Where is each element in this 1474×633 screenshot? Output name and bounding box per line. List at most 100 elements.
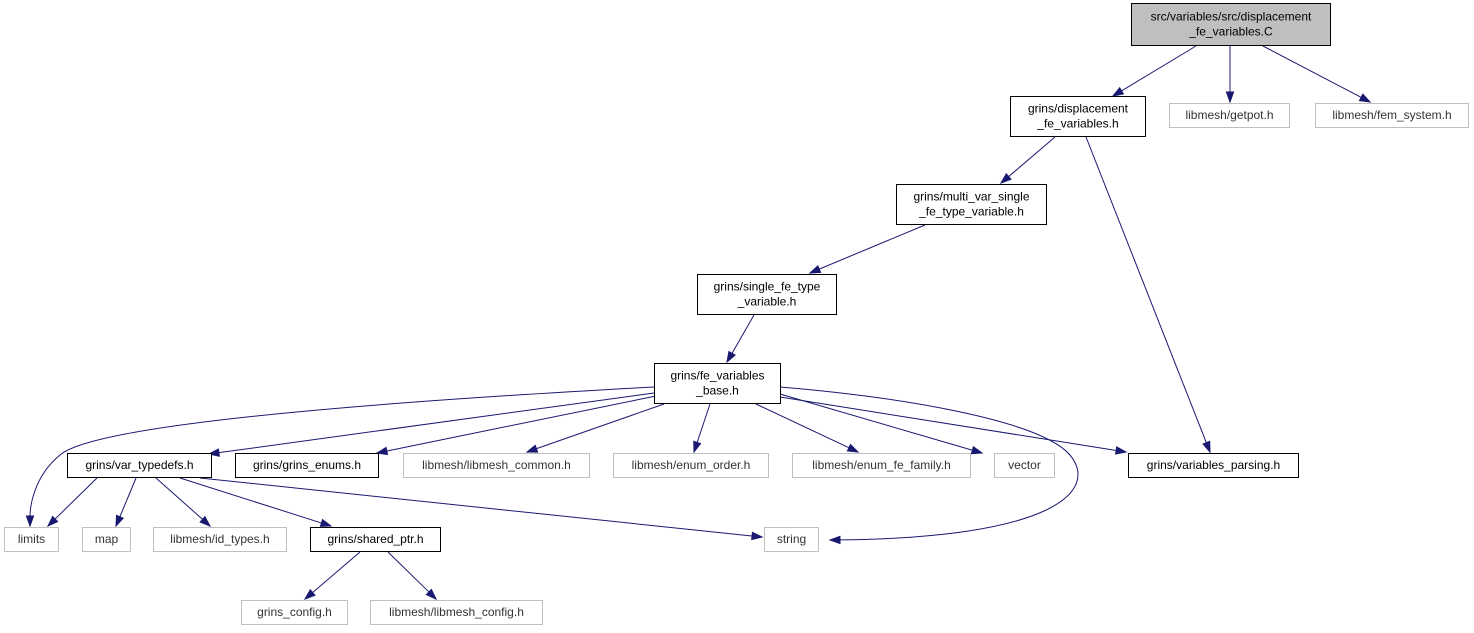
edge-fe_base-to-enum_order [693,403,711,454]
edge-var_typedefs-to-map [115,477,137,528]
edge-disp_h-to-vars_parsing [1085,136,1211,454]
node-label: string [777,532,806,546]
node-box [1128,453,1299,478]
edge-fe_base-to-enum_fe_family [755,403,860,453]
arrowhead-icon [846,443,860,453]
arrowhead-icon [25,515,35,528]
arrowhead-icon [525,444,539,453]
edge-var_typedefs-to-id_types [155,477,212,527]
node-label: grins/var_typedefs.h [85,458,193,472]
arrowhead-icon [693,440,702,454]
node-shared-ptr[interactable]: grins/shared_ptr.h [310,527,441,552]
edge-root-to-fem_system [1262,45,1372,103]
node-box [764,527,819,552]
node-fe-base[interactable]: grins/fe_variables_base.h [654,363,781,404]
edge-line [179,477,323,524]
edge-single_fe-to-fe_base [726,314,755,364]
edge-shared_ptr-to-libmesh_config [387,551,438,601]
edge-root-to-disp_h [1111,45,1197,97]
node-box [67,453,212,478]
node-box [792,453,971,478]
node-single-fe[interactable]: grins/single_fe_type_variable.h [697,274,837,315]
arrowhead-icon [1225,91,1235,104]
node-label: grins_config.h [257,605,332,619]
arrowhead-icon [726,350,736,364]
node-box [370,600,543,625]
node-label: _fe_type_variable.h [918,205,1024,219]
arrowhead-icon [1111,86,1125,97]
edge-fe_base-to-var_typedefs [207,392,655,457]
edge-line [155,477,204,521]
edge-fe_base-to-limits [25,386,655,528]
node-label: libmesh/libmesh_config.h [389,605,524,619]
arrowhead-icon [319,518,333,527]
edge-line [779,396,1118,452]
edge-line [29,386,655,518]
node-box [1169,103,1290,128]
arrowhead-icon [1358,93,1372,103]
arrowhead-icon [1202,440,1211,454]
node-grins-enums[interactable]: grins/grins_enums.h [235,453,379,478]
arrowhead-icon [115,514,125,528]
node-label: vector [1008,458,1041,472]
arrowhead-icon [999,172,1012,184]
edge-line [1262,45,1363,99]
node-label: libmesh/getpot.h [1185,108,1273,122]
node-label: _base.h [695,384,739,398]
edge-line [779,393,974,451]
node-root[interactable]: src/variables/src/displacement_fe_variab… [1131,3,1331,46]
edge-shared_ptr-to-grins_config [303,551,361,600]
node-limits: limits [4,527,59,552]
node-libmesh-common: libmesh/libmesh_common.h [403,453,590,478]
node-string: string [764,527,819,552]
node-box [654,363,781,404]
edge-line [1007,136,1056,178]
node-label: libmesh/fem_system.h [1332,108,1451,122]
node-box [235,453,379,478]
arrowhead-icon [199,515,212,527]
node-label: src/variables/src/displacement [1151,10,1312,24]
node-disp-h[interactable]: grins/displacement_fe_variables.h [1010,96,1146,137]
node-label: _fe_variables.h [1036,117,1118,131]
node-map: map [82,527,131,552]
arrowhead-icon [808,264,822,274]
node-box [4,527,59,552]
node-box [1315,103,1469,128]
node-vars-parsing[interactable]: grins/variables_parsing.h [1128,453,1299,478]
edge-line [199,477,754,537]
node-multi-var[interactable]: grins/multi_var_single_fe_type_variable.… [896,184,1047,225]
node-libmesh-config: libmesh/libmesh_config.h [370,600,543,625]
edge-fe_base-to-libmesh_common [525,403,665,453]
edge-line [779,386,1079,541]
node-box [1131,3,1331,46]
node-label: grins/single_fe_type [714,280,821,294]
node-id-types: libmesh/id_types.h [153,527,287,552]
node-box [241,600,348,625]
node-enum-fe-family: libmesh/enum_fe_family.h [792,453,971,478]
node-box [153,527,287,552]
arrowhead-icon [303,588,316,600]
node-getpot: libmesh/getpot.h [1169,103,1290,128]
node-label: grins/displacement [1028,102,1129,116]
node-box [994,453,1055,478]
edge-line [1085,136,1208,444]
edge-line [1120,45,1197,92]
node-label: libmesh/id_types.h [170,532,269,546]
arrowhead-icon [828,535,841,545]
node-label: grins/multi_var_single [913,190,1029,204]
edge-line [119,477,137,518]
edge-root-to-getpot [1225,46,1235,104]
edge-line [385,395,657,452]
node-label: grins/grins_enums.h [253,458,361,472]
node-label: limits [18,532,45,546]
node-box [403,453,590,478]
node-var-typedefs[interactable]: grins/var_typedefs.h [67,453,212,478]
edge-fe_base-to-grins_enums [375,395,657,456]
edge-fe_base-to-string [779,386,1079,545]
node-label: libmesh/enum_fe_family.h [812,458,951,472]
node-box [697,274,837,315]
node-box [82,527,131,552]
arrowhead-icon [46,515,59,528]
arrowhead-icon [1114,446,1128,455]
